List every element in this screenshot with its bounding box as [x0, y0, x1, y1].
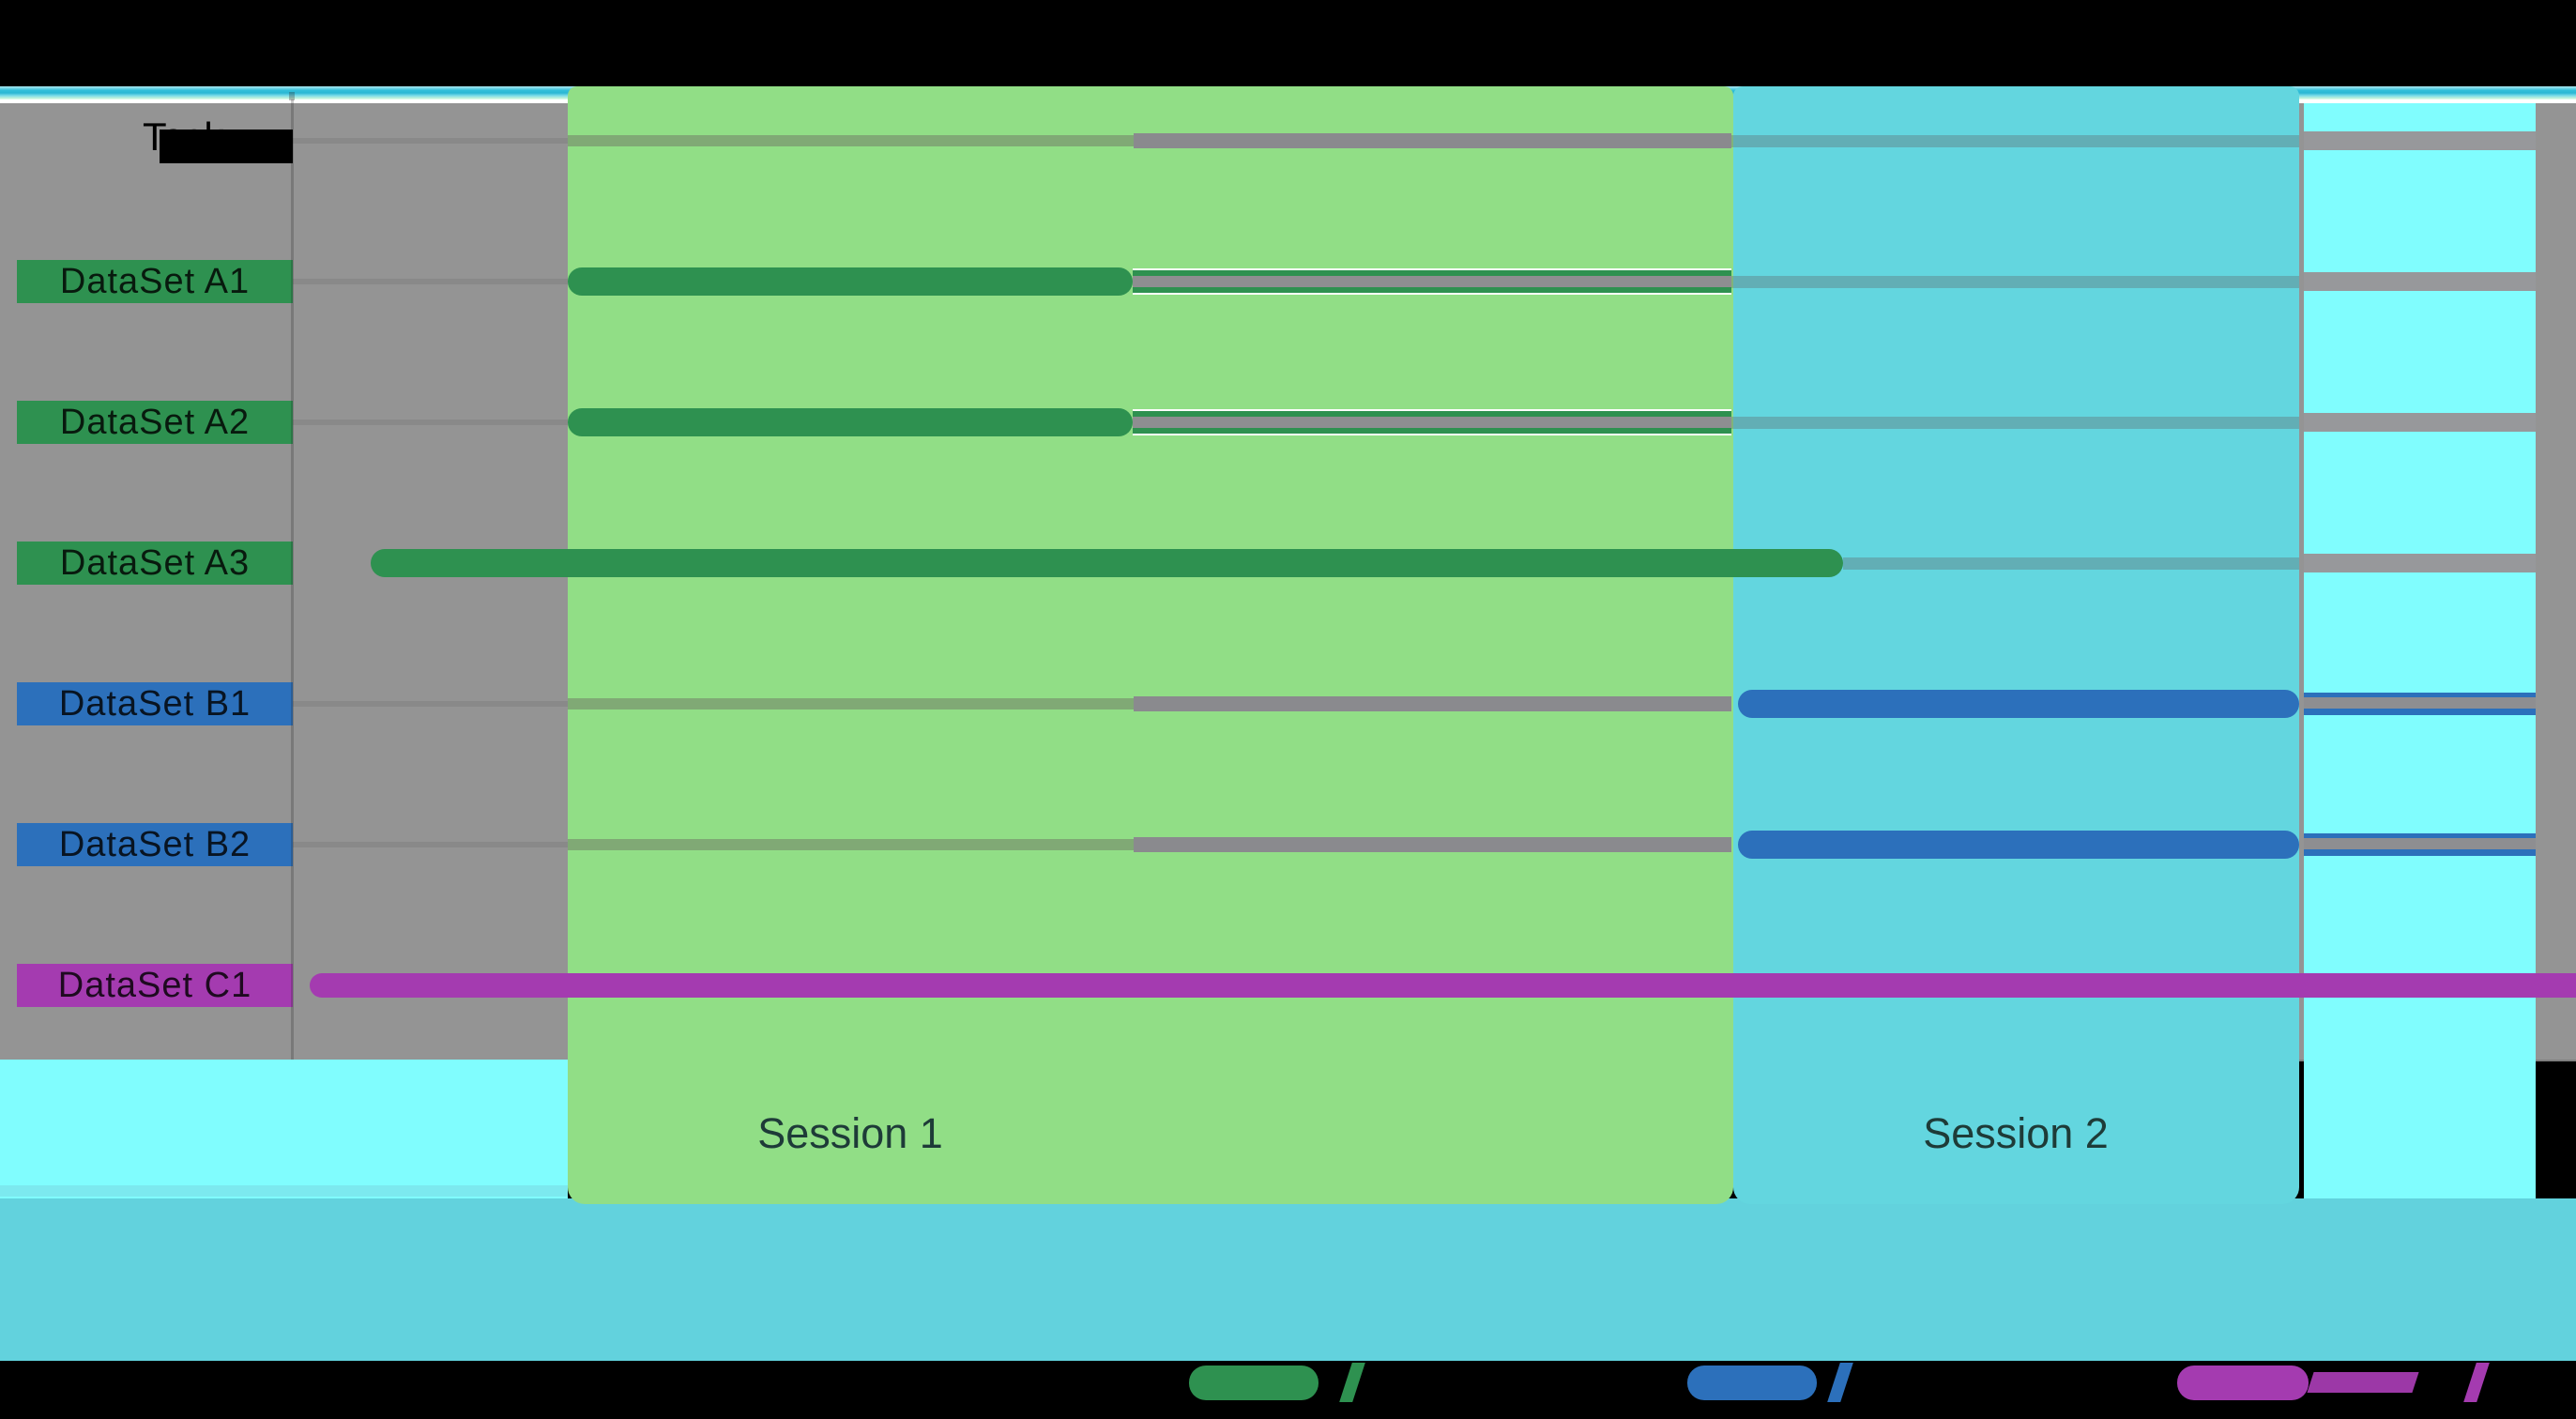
gantt-bar-dataset-a2[interactable] — [568, 408, 1133, 436]
row-5-stripe-faint — [293, 842, 568, 847]
legend-slash-group-b-blue — [1827, 1363, 1853, 1402]
gantt-bar-dataset-a1[interactable] — [568, 267, 1133, 296]
session-band-1 — [568, 86, 1733, 1204]
row-4-stripe-faint — [293, 701, 568, 707]
legend-slash-group-a-green — [1339, 1363, 1365, 1402]
gridline-top-stripe-faint — [293, 138, 568, 144]
legend-tail-group-c-magenta — [2307, 1372, 2419, 1393]
row-5-stripe-solid — [1134, 837, 1731, 852]
bottom-turquoise-band — [0, 1198, 2576, 1361]
row-4-stripe-solid — [1134, 696, 1731, 711]
gridline-top-stripe-solid — [1134, 133, 1731, 148]
row-3-stripe-solide — [2304, 554, 2536, 572]
y-label-text: DataSet A2 — [59, 402, 251, 442]
row-3-stripe-muted — [1843, 557, 2299, 570]
gridline-top-stripe-muted — [1731, 134, 2299, 147]
y-label-text: DataSet B2 — [58, 824, 252, 864]
y-label-text: DataSet B1 — [58, 683, 252, 724]
session-1-label: Session 1 — [757, 1109, 943, 1157]
y-label-text: DataSet C1 — [57, 965, 252, 1005]
bottom-left-cyan-block — [0, 1060, 568, 1198]
row-5-stripe-extblue — [2304, 833, 2536, 856]
y-label-pill-dataset-a1: DataSet A1 — [17, 260, 293, 303]
gantt-bar-dataset-a3[interactable] — [371, 549, 1843, 577]
gantt-bar-dataset-b1[interactable] — [1738, 690, 2299, 718]
row-1-stripe-faint — [293, 279, 568, 284]
y-label-pill-dataset-a2: DataSet A2 — [17, 401, 293, 444]
row-4-stripe-extblue — [2304, 693, 2536, 715]
bottom-left-seam — [0, 1185, 568, 1197]
session-band-2 — [1733, 86, 2299, 1204]
legend-swatch-group-a-green[interactable] — [1189, 1366, 1318, 1400]
legend-slash-group-c-magenta — [2463, 1363, 2490, 1402]
gantt-bar-dataset-b2[interactable] — [1738, 831, 2299, 859]
y-label-pill-dataset-c1: DataSet C1 — [17, 964, 293, 1007]
session-band-3 — [2304, 103, 2536, 1198]
session-2-label: Session 2 — [1923, 1109, 2109, 1157]
y-label-pill-dataset-a3: DataSet A3 — [17, 542, 293, 585]
row-5-stripe-greenish — [568, 839, 1134, 850]
gridline-top-stripe-greenish — [568, 135, 1134, 146]
y-label-text: DataSet A3 — [59, 542, 251, 583]
row-1-stripe-solide — [2304, 272, 2536, 291]
gantt-bar-dataset-c1[interactable] — [310, 973, 2576, 998]
row-4-stripe-greenish — [568, 698, 1134, 710]
legend-swatch-group-b-blue[interactable] — [1687, 1366, 1817, 1400]
row-2-stripe-extgreen — [1133, 409, 1731, 435]
row-1-stripe-muted — [1731, 275, 2299, 288]
gridline-top-stripe-solide — [2304, 131, 2536, 150]
y-label-pill-dataset-b2: DataSet B2 — [17, 823, 293, 866]
row-2-stripe-muted — [1731, 416, 2299, 429]
y-label-text: DataSet A1 — [59, 261, 251, 301]
legend-swatch-group-c-magenta[interactable] — [2177, 1366, 2309, 1400]
y-label-pill-dataset-b1: DataSet B1 — [17, 682, 293, 725]
title-redaction-box — [160, 130, 293, 163]
row-2-stripe-solide — [2304, 413, 2536, 432]
row-1-stripe-extgreen — [1133, 268, 1731, 295]
y-axis-tick — [289, 92, 295, 100]
y-axis-spine — [291, 99, 294, 1060]
row-2-stripe-faint — [293, 420, 568, 425]
